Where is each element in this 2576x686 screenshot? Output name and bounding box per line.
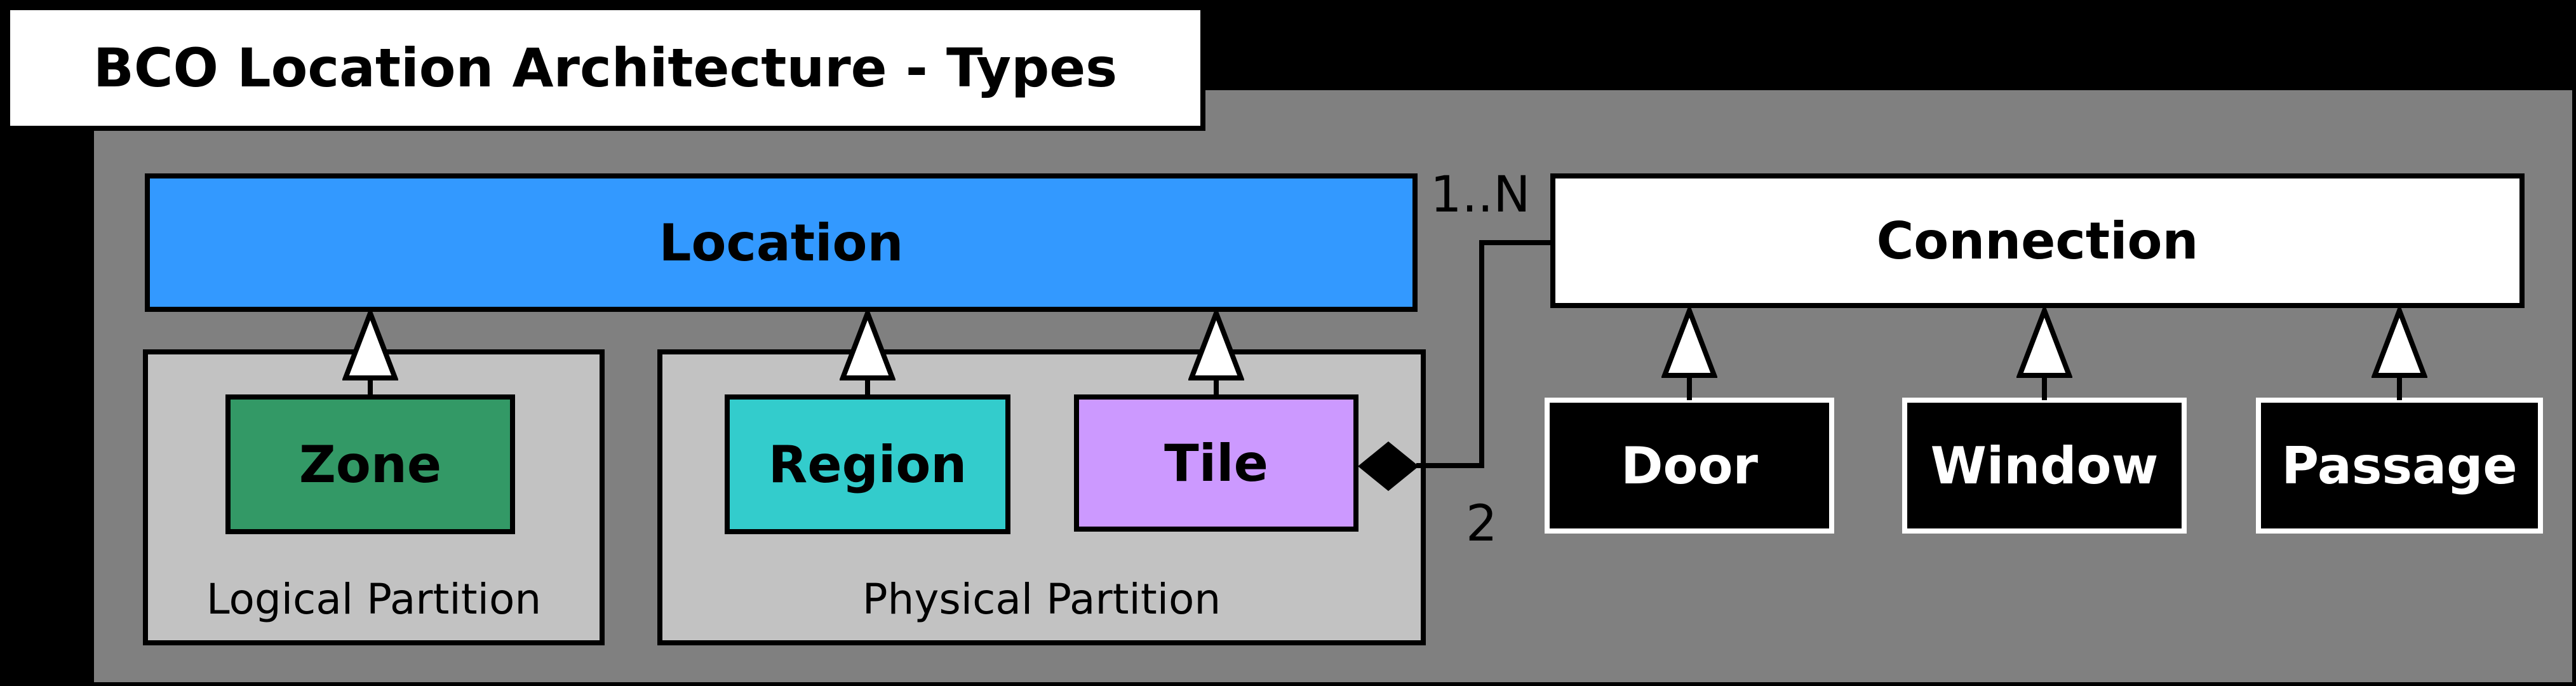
- physical-partition-label: Physical Partition: [862, 575, 1221, 624]
- generalization-stem-tile: [1214, 379, 1219, 397]
- class-label-door: Door: [1621, 436, 1758, 495]
- generalization-stem-zone: [368, 379, 373, 397]
- association-segment-horizontal-upper: [1479, 240, 1550, 245]
- class-box-passage: Passage: [2256, 398, 2543, 534]
- generalization-arrow-zone: [342, 310, 398, 380]
- class-box-location: Location: [145, 173, 1418, 312]
- association-segment-vertical: [1479, 240, 1484, 468]
- generalization-arrow-door: [1661, 307, 1717, 378]
- generalization-stem-door: [1687, 376, 1692, 400]
- generalization-stem-region: [865, 379, 870, 397]
- generalization-stem-window: [2042, 376, 2047, 400]
- diagram-title: BCO Location Architecture - Types: [93, 37, 1118, 99]
- generalization-arrow-window: [2016, 307, 2072, 378]
- class-label-zone: Zone: [299, 434, 442, 494]
- class-box-door: Door: [1545, 398, 1834, 534]
- generalization-arrow-tile: [1188, 310, 1244, 380]
- class-label-window: Window: [1930, 436, 2159, 495]
- class-label-connection: Connection: [1876, 211, 2199, 271]
- class-label-tile: Tile: [1164, 433, 1268, 493]
- class-box-connection: Connection: [1550, 173, 2525, 308]
- class-box-zone: Zone: [225, 394, 515, 534]
- composition-diamond-icon: [1358, 441, 1419, 491]
- multiplicity-label-tile-end: 2: [1466, 495, 1498, 553]
- multiplicity-label-connection-end: 1..N: [1430, 166, 1531, 224]
- generalization-stem-passage: [2397, 376, 2402, 400]
- class-box-region: Region: [725, 394, 1010, 534]
- logical-partition-label: Logical Partition: [206, 575, 542, 624]
- class-label-location: Location: [659, 213, 904, 272]
- diagram-title-box: BCO Location Architecture - Types: [5, 5, 1205, 131]
- generalization-arrow-region: [840, 310, 896, 380]
- class-label-passage: Passage: [2281, 436, 2518, 495]
- class-box-tile: Tile: [1074, 394, 1358, 532]
- class-label-region: Region: [768, 434, 967, 494]
- association-segment-horizontal-lower: [1416, 463, 1483, 468]
- class-box-window: Window: [1902, 398, 2187, 534]
- generalization-arrow-passage: [2371, 307, 2427, 378]
